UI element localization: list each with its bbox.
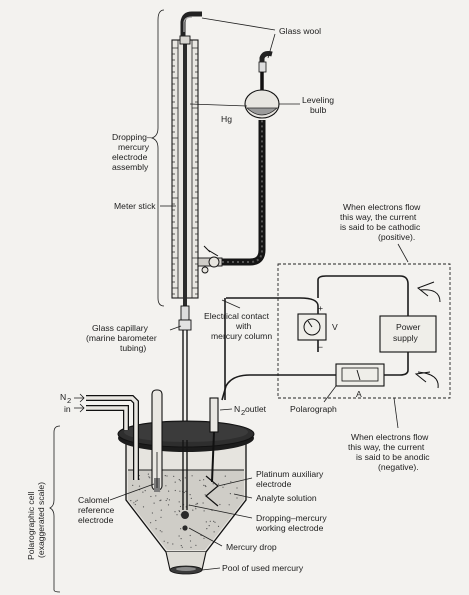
anodic-note-2: this way, the current	[348, 442, 425, 452]
circuit-wires	[221, 275, 409, 401]
cell-bracket	[49, 425, 61, 593]
n2-outlet-label-text: outlet	[245, 404, 267, 414]
plus-sign: +	[318, 303, 323, 313]
cathodic-note-4: (positive).	[378, 232, 415, 242]
n2-outlet-label-sub: 2	[241, 408, 245, 417]
electrical-contact-label-2: with	[235, 321, 252, 331]
glass-capillary-label-1: Glass capillary	[92, 323, 149, 333]
dme-working-electrode	[181, 440, 189, 531]
n2-in-label-in: in	[64, 404, 71, 414]
mercury-drop-label: Mercury drop	[226, 542, 277, 552]
leveling-bulb-label-2: bulb	[310, 105, 326, 115]
leveling-bulb	[244, 51, 280, 119]
voltmeter: V + −	[297, 303, 338, 352]
glass-wool-leaders	[201, 17, 276, 59]
anodic-note-3: is said to be anodic	[356, 452, 430, 462]
leveling-bulb-label-1: Leveling	[302, 95, 334, 105]
dme-bracket	[150, 9, 165, 307]
glass-capillary-label-3: tubing)	[120, 343, 146, 353]
mercury-column-tube	[179, 11, 202, 306]
dme-working-label-1: Dropping–mercury	[256, 513, 327, 523]
analyte-solution-label: Analyte solution	[256, 493, 317, 503]
cathodic-note-1: When electrons flow	[343, 202, 421, 212]
calomel-label-3: electrode	[78, 515, 114, 525]
calomel-label-1: Calomel	[78, 495, 110, 505]
polarograph-box	[277, 263, 451, 399]
rubber-tubing	[222, 120, 266, 266]
power-supply-label-2: supply	[393, 333, 419, 343]
power-supply: Power supply	[379, 315, 437, 353]
anodic-note-1: When electrons flow	[351, 432, 429, 442]
polarograph-label: Polarograph	[290, 404, 337, 414]
hg-label: Hg	[221, 114, 232, 124]
power-supply-label-1: Power	[396, 322, 420, 332]
cathodic-note-2: this way, the current	[340, 212, 417, 222]
cathodic-note-3: is said to be cathodic	[340, 222, 421, 232]
electron-flow-arrows	[414, 281, 441, 389]
glass-capillary-label-2: (marine barometer	[86, 333, 157, 343]
cell-vessel	[125, 436, 247, 575]
platinum-aux-label-2: electrode	[256, 479, 292, 489]
platinum-aux-label-1: Platinum auxiliary	[256, 469, 324, 479]
pool-label: Pool of used mercury	[222, 563, 304, 573]
calomel-electrode	[151, 389, 163, 492]
minus-sign: −	[318, 342, 323, 352]
polarographic-cell-label-1: Polarographic cell	[26, 492, 36, 560]
n2-outlet-label-n: N	[234, 404, 240, 414]
electrical-contact-label-1: Electrical contact	[204, 311, 270, 321]
anodic-note-4: (negative).	[378, 462, 419, 472]
dme-assembly-label-2: mercury	[118, 142, 150, 152]
n2-inlet-tube	[86, 395, 139, 480]
calomel-label-2: reference	[78, 505, 115, 515]
platinum-electrode	[205, 431, 219, 507]
n2-in-label-n: N	[60, 392, 66, 402]
electrical-contact-label-3: mercury column	[211, 331, 272, 341]
dme-assembly-label-1: Dropping–	[112, 132, 152, 142]
stopcock	[197, 245, 223, 274]
dme-assembly-label-3: electrode	[112, 152, 148, 162]
ammeter: A	[335, 363, 385, 399]
ammeter-a-label: A	[356, 389, 362, 399]
dme-working-label-2: working electrode	[255, 523, 324, 533]
voltmeter-v-label: V	[332, 322, 338, 332]
n2-in-label-sub: 2	[67, 396, 71, 405]
meter-stick-label: Meter stick	[114, 201, 156, 211]
polarographic-cell-label-2: (exaggerated scale)	[36, 482, 46, 558]
dme-assembly-label-4: assembly	[112, 162, 149, 172]
glass-wool-label: Glass wool	[279, 26, 321, 36]
n2-outlet-tube	[209, 397, 219, 433]
